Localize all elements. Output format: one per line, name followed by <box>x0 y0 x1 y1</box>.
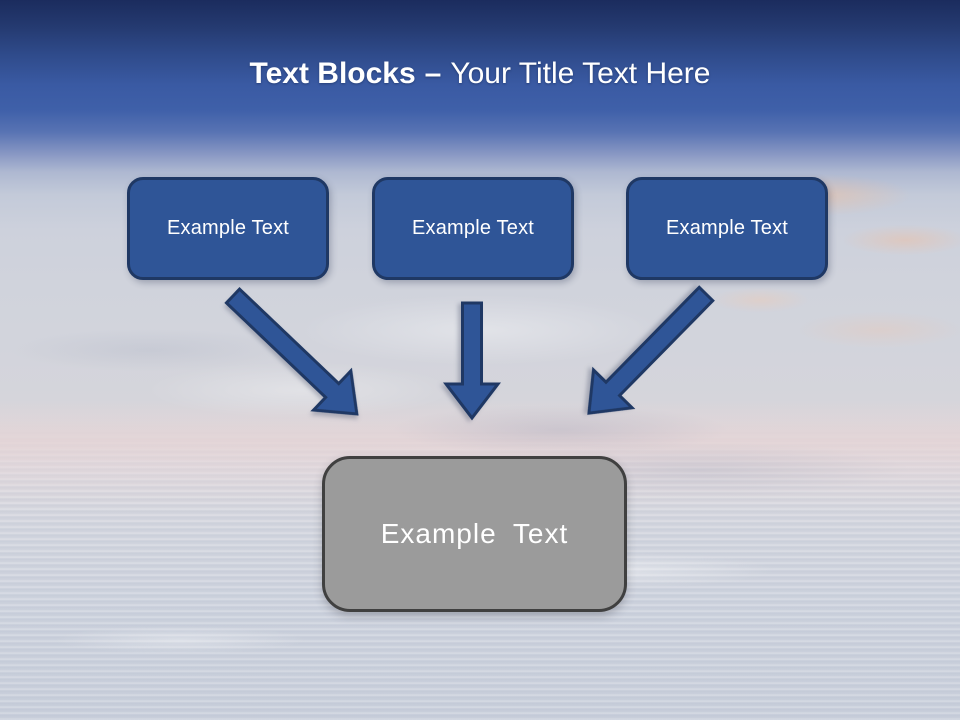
slide-title-emphasis: Text Blocks <box>249 57 416 90</box>
text-block-2-label: Example Text <box>411 217 535 239</box>
text-block-1: Example Text <box>127 177 329 280</box>
arrow-down-right-icon <box>224 286 359 416</box>
target-block: Example Text <box>322 456 627 612</box>
slide-title: Text Blocks–Your Title Text Here <box>0 52 960 96</box>
slide-title-separator: – <box>424 57 442 90</box>
slide-title-subtitle: Your Title Text Here <box>450 57 711 90</box>
arrow-down-icon <box>442 301 502 421</box>
text-block-2: Example Text <box>372 177 574 280</box>
arrow-down-left-icon <box>587 285 715 415</box>
target-block-label: Example Text <box>380 518 569 549</box>
text-block-3: Example Text <box>626 177 828 280</box>
text-block-3-label: Example Text <box>665 217 789 239</box>
text-block-1-label: Example Text <box>166 217 290 239</box>
